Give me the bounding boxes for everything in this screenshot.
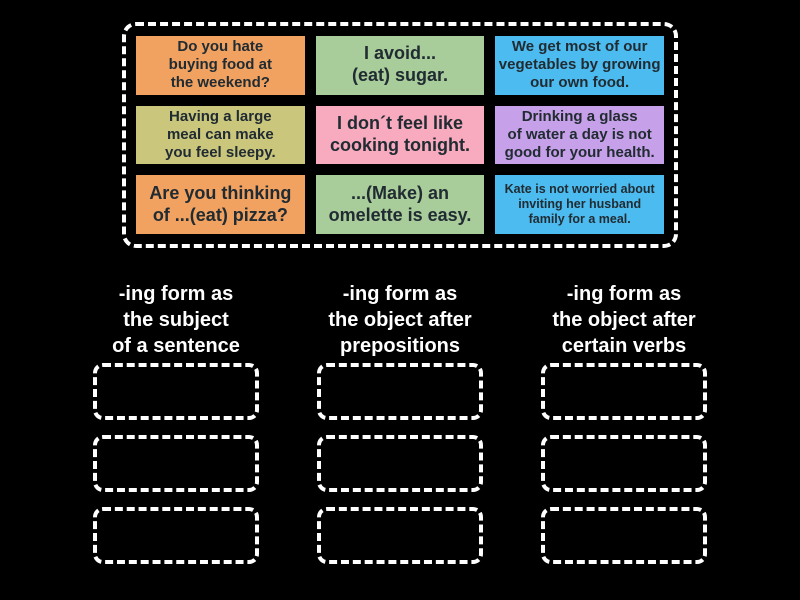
drop-slot[interactable] xyxy=(93,507,259,564)
drop-slot[interactable] xyxy=(541,507,707,564)
pool-card[interactable]: Kate is not worried about inviting her h… xyxy=(492,172,667,237)
pool-card[interactable]: Drinking a glass of water a day is not g… xyxy=(492,102,667,168)
category-heading: -ing form as the subject of a sentence xyxy=(112,283,240,357)
drop-slot[interactable] xyxy=(541,435,707,492)
pool-card-text: Having a large meal can make you feel sl… xyxy=(165,107,276,162)
category-column-certain-verbs: -ing form as the object after certain ve… xyxy=(541,281,707,564)
pool-card-text: We get most of our vegetables by growing… xyxy=(498,37,661,92)
category-column-prepositions: -ing form as the object after prepositio… xyxy=(317,281,483,564)
pool-card[interactable]: We get most of our vegetables by growing… xyxy=(492,33,667,98)
drop-slot[interactable] xyxy=(93,363,259,420)
pool-card[interactable]: Do you hate buying food at the weekend? xyxy=(133,33,308,98)
pool-card-text: I avoid... (eat) sugar. xyxy=(351,43,448,86)
pool-card[interactable]: ...(Make) an omelette is easy. xyxy=(312,172,488,237)
pool-card-text: ...(Make) an omelette is easy. xyxy=(328,182,472,225)
pool-card[interactable]: Are you thinking of ...(eat) pizza? xyxy=(133,172,308,237)
card-pool: Do you hate buying food at the weekend? … xyxy=(122,22,678,248)
pool-card-text: I don´t feel like cooking tonight. xyxy=(330,113,470,155)
pool-card-text: Are you thinking of ...(eat) pizza? xyxy=(149,182,292,225)
category-column-subject: -ing form as the subject of a sentence xyxy=(93,281,259,564)
category-heading: -ing form as the object after prepositio… xyxy=(328,283,472,357)
pool-card[interactable]: Having a large meal can make you feel sl… xyxy=(133,102,308,168)
pool-card[interactable]: I avoid... (eat) sugar. xyxy=(312,33,488,98)
drop-slot[interactable] xyxy=(541,363,707,420)
category-heading: -ing form as the object after certain ve… xyxy=(552,283,696,357)
pool-card-text: Kate is not worried about inviting her h… xyxy=(504,181,655,227)
pool-card-text: Drinking a glass of water a day is not g… xyxy=(504,107,655,162)
drop-slot[interactable] xyxy=(317,435,483,492)
drop-slot[interactable] xyxy=(317,507,483,564)
drop-slot[interactable] xyxy=(317,363,483,420)
pool-card-text: Do you hate buying food at the weekend? xyxy=(168,37,272,92)
drop-slot[interactable] xyxy=(93,435,259,492)
pool-card[interactable]: I don´t feel like cooking tonight. xyxy=(312,102,488,168)
